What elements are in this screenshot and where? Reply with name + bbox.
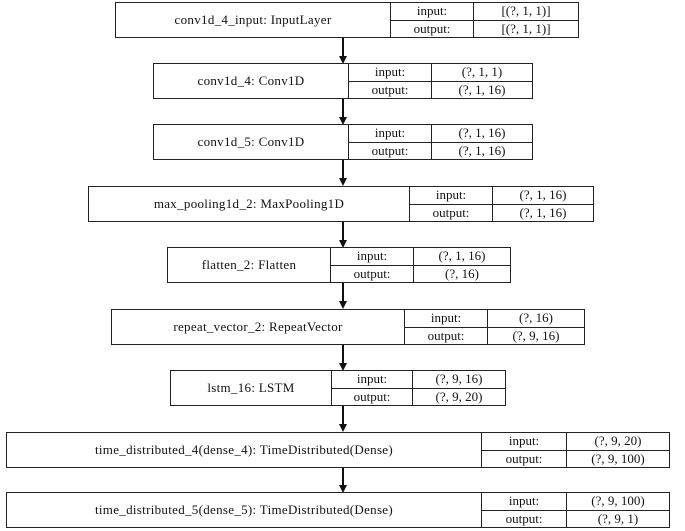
layer-name: lstm_16: LSTM — [171, 371, 332, 405]
output-row: output: [(?, 1, 1)] — [391, 19, 578, 37]
output-shape: (?, 1, 16) — [458, 142, 506, 158]
input-label: input: — [482, 433, 567, 450]
output-label: output: — [349, 81, 432, 98]
output-row: output: (?, 16) — [331, 264, 510, 282]
layer-io-table: input: (?, 1, 16) output: (?, 1, 16) — [410, 187, 593, 221]
layer-box: conv1d_5: Conv1D input: (?, 1, 16) outpu… — [153, 124, 533, 160]
layer-name: conv1d_4: Conv1D — [154, 64, 349, 98]
layer-box: conv1d_4: Conv1D input: (?, 1, 1) output… — [153, 63, 533, 99]
output-row: output: (?, 1, 16) — [349, 80, 532, 98]
output-row: output: (?, 9, 1) — [482, 509, 669, 527]
layer-box: time_distributed_5(dense_5): TimeDistrib… — [6, 492, 670, 528]
input-shape: (?, 1, 16) — [458, 125, 506, 141]
layer-box: max_pooling1d_2: MaxPooling1D input: (?,… — [88, 186, 594, 222]
layer-name: time_distributed_5(dense_5): TimeDistrib… — [7, 493, 482, 527]
input-label: input: — [391, 3, 474, 20]
layer-box: flatten_2: Flatten input: (?, 1, 16) out… — [167, 247, 511, 283]
input-shape: (?, 9, 16) — [435, 371, 483, 387]
input-row: input: (?, 1, 16) — [331, 248, 510, 265]
input-label: input: — [332, 371, 413, 388]
output-shape: (?, 9, 1) — [597, 510, 639, 526]
input-shape: (?, 1, 16) — [519, 187, 567, 203]
layer-io-table: input: (?, 1, 16) output: (?, 1, 16) — [349, 125, 532, 159]
output-row: output: (?, 9, 20) — [332, 387, 505, 405]
layer-io-table: input: (?, 16) output: (?, 9, 16) — [405, 310, 584, 344]
output-row: output: (?, 9, 16) — [405, 326, 584, 344]
output-row: output: (?, 1, 16) — [349, 141, 532, 159]
output-shape: [(?, 1, 1)] — [501, 20, 551, 36]
layer-name: repeat_vector_2: RepeatVector — [112, 310, 405, 344]
output-label: output: — [405, 327, 488, 344]
output-shape: (?, 1, 16) — [458, 81, 506, 97]
output-shape: (?, 9, 20) — [435, 388, 483, 404]
layer-io-table: input: (?, 9, 16) output: (?, 9, 20) — [332, 371, 505, 405]
input-row: input: (?, 9, 20) — [482, 433, 669, 450]
input-shape: [(?, 1, 1)] — [501, 3, 551, 19]
layer-io-table: input: (?, 1, 16) output: (?, 16) — [331, 248, 510, 282]
output-label: output: — [332, 388, 413, 405]
layer-name: flatten_2: Flatten — [168, 248, 331, 282]
layer-io-table: input: [(?, 1, 1)] output: [(?, 1, 1)] — [391, 3, 578, 37]
input-label: input: — [349, 125, 432, 142]
layer-name: conv1d_4_input: InputLayer — [116, 3, 391, 37]
input-row: input: [(?, 1, 1)] — [391, 3, 578, 20]
output-label: output: — [482, 510, 567, 527]
input-label: input: — [482, 493, 567, 510]
output-label: output: — [410, 204, 493, 221]
input-label: input: — [405, 310, 488, 327]
layer-name: conv1d_5: Conv1D — [154, 125, 349, 159]
input-shape: (?, 9, 20) — [594, 433, 642, 449]
output-shape: (?, 9, 100) — [591, 450, 645, 466]
input-shape: (?, 16) — [519, 310, 553, 326]
layer-io-table: input: (?, 1, 1) output: (?, 1, 16) — [349, 64, 532, 98]
layer-name: time_distributed_4(dense_4): TimeDistrib… — [7, 433, 482, 467]
input-row: input: (?, 1, 1) — [349, 64, 532, 81]
output-shape: (?, 9, 16) — [512, 327, 560, 343]
input-shape: (?, 1, 16) — [438, 248, 486, 264]
layer-box: time_distributed_4(dense_4): TimeDistrib… — [6, 432, 670, 468]
input-row: input: (?, 9, 100) — [482, 493, 669, 510]
input-label: input: — [410, 187, 493, 204]
layer-box: conv1d_4_input: InputLayer input: [(?, 1… — [115, 2, 579, 38]
layer-name: max_pooling1d_2: MaxPooling1D — [89, 187, 410, 221]
output-label: output: — [482, 450, 567, 467]
input-label: input: — [349, 64, 432, 81]
output-label: output: — [349, 142, 432, 159]
layer-box: lstm_16: LSTM input: (?, 9, 16) output: … — [170, 370, 506, 406]
layer-io-table: input: (?, 9, 20) output: (?, 9, 100) — [482, 433, 669, 467]
input-row: input: (?, 1, 16) — [410, 187, 593, 204]
input-label: input: — [331, 248, 414, 265]
layer-box: repeat_vector_2: RepeatVector input: (?,… — [111, 309, 585, 345]
output-row: output: (?, 9, 100) — [482, 449, 669, 467]
output-label: output: — [391, 20, 474, 37]
input-row: input: (?, 1, 16) — [349, 125, 532, 142]
layer-io-table: input: (?, 9, 100) output: (?, 9, 1) — [482, 493, 669, 527]
output-shape: (?, 1, 16) — [519, 204, 567, 220]
output-row: output: (?, 1, 16) — [410, 203, 593, 221]
output-shape: (?, 16) — [445, 265, 479, 281]
output-label: output: — [331, 265, 414, 282]
input-shape: (?, 1, 1) — [461, 64, 503, 80]
input-row: input: (?, 9, 16) — [332, 371, 505, 388]
input-row: input: (?, 16) — [405, 310, 584, 327]
input-shape: (?, 9, 100) — [591, 493, 645, 509]
